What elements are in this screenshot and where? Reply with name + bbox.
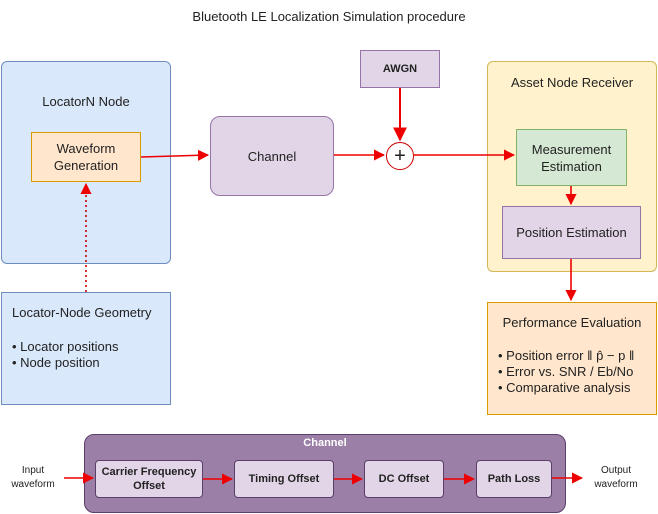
stage-label: Carrier Frequency Offset xyxy=(101,466,197,492)
output-waveform-label: Output waveform xyxy=(594,465,638,490)
geometry-item-locators: • Locator positions xyxy=(12,339,119,354)
asset-node-label: Asset Node Receiver xyxy=(510,75,634,90)
awgn-block: AWGN xyxy=(360,50,440,88)
performance-item-error-vs-snr: • Error vs. SNR / Eb/No xyxy=(498,364,634,379)
performance-evaluation-list: • Position error ‖ p̂ − p ‖ • Error vs. … xyxy=(498,348,634,396)
locator-geometry-list: • Locator positions • Node position xyxy=(12,339,118,371)
locator-geometry-block xyxy=(1,292,171,405)
performance-item-position-error: • Position error ‖ p̂ − p ‖ xyxy=(498,348,635,363)
stage-label: Timing Offset xyxy=(248,473,320,485)
performance-evaluation-title: Performance Evaluation xyxy=(502,315,642,330)
locator-geometry-title: Locator-Node Geometry xyxy=(12,305,152,320)
diagram-title: Bluetooth LE Localization Simulation pro… xyxy=(192,9,466,24)
measurement-estimation-block: Measurement Estimation xyxy=(516,129,627,186)
performance-item-comparative: • Comparative analysis xyxy=(498,380,631,395)
stage-carrier-frequency-offset: Carrier Frequency Offset xyxy=(95,460,203,498)
geometry-item-node: • Node position xyxy=(12,355,100,370)
stage-label: DC Offset xyxy=(378,473,430,485)
measurement-estimation-label: Measurement Estimation xyxy=(531,141,612,174)
channel-block: Channel xyxy=(210,116,334,196)
position-estimation-block: Position Estimation xyxy=(502,206,641,259)
stage-dc-offset: DC Offset xyxy=(364,460,444,498)
stage-label: Path Loss xyxy=(487,473,541,485)
input-waveform-label: Input waveform xyxy=(11,465,55,490)
position-estimation-label: Position Estimation xyxy=(516,225,627,240)
waveform-generation-label: Waveform Generation xyxy=(53,141,119,173)
summation-node: + xyxy=(386,142,414,170)
arrow-waveform-to-channel xyxy=(140,149,210,161)
awgn-label: AWGN xyxy=(382,63,418,75)
stage-timing-offset: Timing Offset xyxy=(234,460,334,498)
channel-label: Channel xyxy=(247,148,297,164)
waveform-generation-block: Waveform Generation xyxy=(31,132,141,182)
locator-node-label: LocatorN Node xyxy=(42,94,130,109)
stage-path-loss: Path Loss xyxy=(476,460,552,498)
channel-chain-title: Channel xyxy=(303,437,347,449)
performance-evaluation-block xyxy=(487,302,657,415)
